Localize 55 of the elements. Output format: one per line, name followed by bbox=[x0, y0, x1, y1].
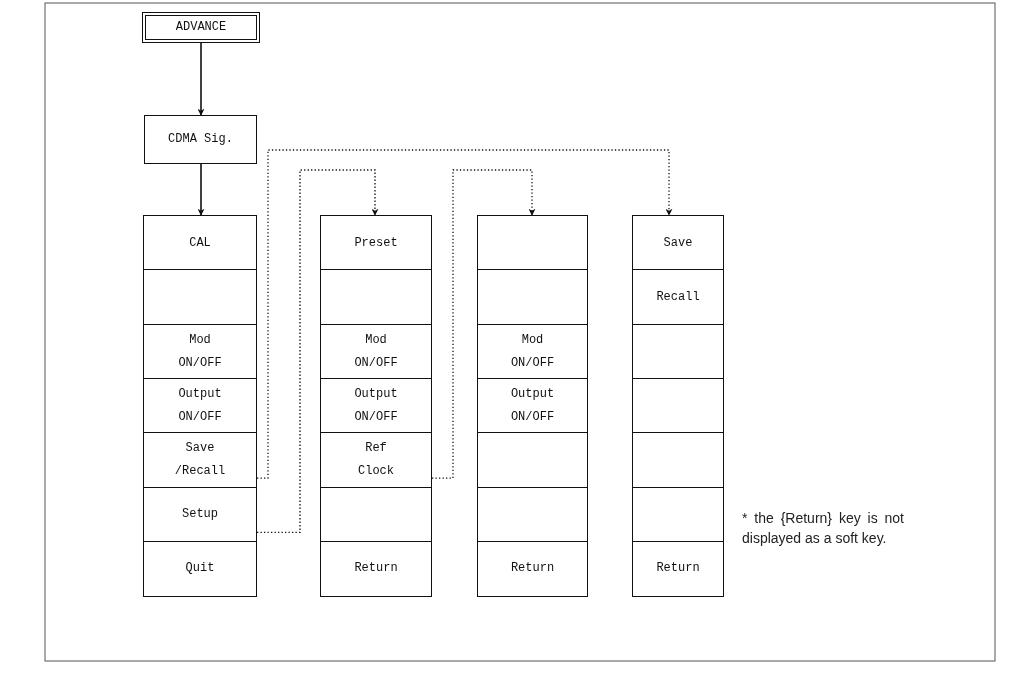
soft-key-box bbox=[632, 432, 724, 489]
soft-key-box bbox=[477, 486, 588, 543]
key-label: Recall bbox=[656, 288, 700, 306]
soft-key-box bbox=[143, 323, 257, 380]
arrow bbox=[197, 42, 205, 116]
key-label: Output ON/OFF bbox=[177, 386, 223, 426]
soft-key-box bbox=[632, 215, 724, 271]
soft-key-box bbox=[632, 269, 724, 326]
key-label: Save /Recall bbox=[173, 440, 227, 481]
soft-key-box bbox=[477, 540, 588, 597]
key-label: Return bbox=[510, 560, 555, 578]
soft-key-box bbox=[477, 269, 588, 326]
soft-key-box bbox=[320, 540, 432, 597]
menu-key-box bbox=[142, 12, 260, 43]
key-label: Output ON/OFF bbox=[353, 386, 399, 426]
soft-key-box bbox=[320, 432, 432, 489]
soft-key-box bbox=[143, 540, 257, 597]
soft-key-box bbox=[632, 540, 724, 597]
footnote: * the {Return} key is not displayed as a soft key. bbox=[742, 509, 904, 549]
key-label: Mod ON/OFF bbox=[353, 331, 399, 372]
key-label: Return bbox=[354, 560, 398, 578]
soft-key-box bbox=[632, 377, 724, 434]
soft-key-box bbox=[143, 486, 257, 543]
menu-key-box bbox=[144, 115, 257, 164]
soft-key-box bbox=[320, 269, 432, 326]
soft-key-box bbox=[632, 486, 724, 543]
key-label: Mod ON/OFF bbox=[509, 331, 556, 372]
key-label: Setup bbox=[182, 506, 218, 524]
key-label: ADVANCE bbox=[175, 19, 227, 37]
soft-key-box bbox=[477, 215, 588, 271]
soft-key-box bbox=[320, 323, 432, 380]
soft-key-box bbox=[320, 215, 432, 271]
key-label: Save bbox=[663, 234, 693, 252]
soft-key-box bbox=[477, 377, 588, 434]
arrow bbox=[256, 169, 379, 534]
soft-key-box bbox=[143, 215, 257, 271]
soft-key-box bbox=[143, 377, 257, 434]
soft-key-box bbox=[320, 486, 432, 543]
soft-key-box bbox=[143, 269, 257, 326]
key-label: CAL bbox=[189, 234, 211, 252]
soft-key-box bbox=[477, 323, 588, 380]
soft-key-box bbox=[477, 432, 588, 489]
soft-key-box bbox=[320, 377, 432, 434]
arrow bbox=[431, 169, 536, 479]
key-label: Output ON/OFF bbox=[509, 386, 556, 426]
key-label: Return bbox=[656, 560, 700, 578]
soft-key-box bbox=[143, 432, 257, 489]
key-label: CDMA Sig. bbox=[168, 131, 233, 149]
key-label: Preset bbox=[354, 234, 398, 252]
key-label: Mod ON/OFF bbox=[177, 331, 223, 372]
key-label: Quit bbox=[185, 560, 215, 578]
arrow bbox=[197, 163, 205, 216]
arrow bbox=[256, 149, 673, 479]
soft-key-box bbox=[632, 323, 724, 380]
key-label: Ref Clock bbox=[357, 440, 395, 481]
